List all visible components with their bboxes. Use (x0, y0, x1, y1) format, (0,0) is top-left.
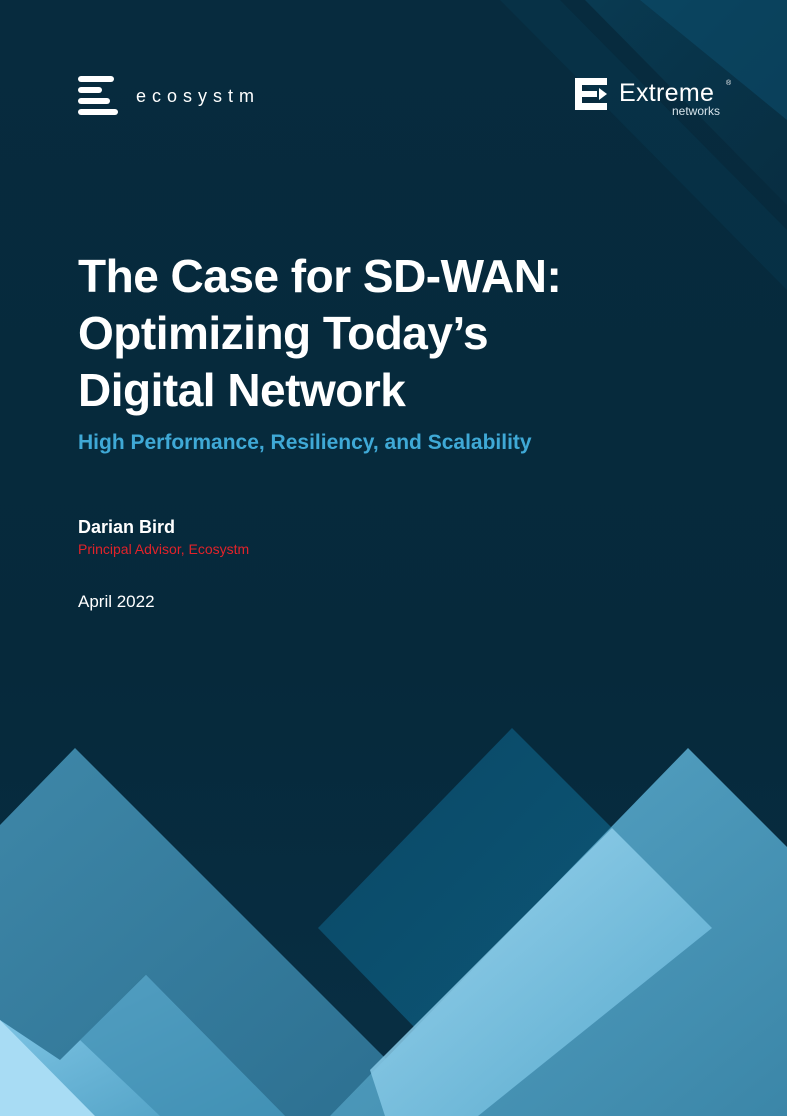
ecosystm-wordmark: ecosystm (136, 85, 261, 106)
publication-date: April 2022 (78, 592, 155, 611)
title-line-3: Digital Network (78, 364, 406, 416)
title-line-1: The Case for SD-WAN: (78, 250, 562, 302)
extreme-wordmark: Extreme (619, 79, 715, 107)
extreme-networks-logo-icon (575, 78, 607, 110)
author-role: Principal Advisor, Ecosystm (78, 541, 250, 557)
ecosystm-logo-icon (78, 76, 118, 116)
networks-wordmark: networks (672, 104, 721, 118)
subtitle: High Performance, Resiliency, and Scalab… (78, 431, 532, 454)
page-title: The Case for SD-WAN: Optimizing Today’s … (78, 248, 698, 419)
author-name: Darian Bird (78, 517, 176, 537)
extreme-networks-logo: Extreme ® networks (575, 76, 735, 120)
registered-mark: ® (726, 80, 732, 87)
ecosystm-logo: ecosystm (78, 76, 260, 116)
title-line-2: Optimizing Today’s (78, 307, 489, 359)
